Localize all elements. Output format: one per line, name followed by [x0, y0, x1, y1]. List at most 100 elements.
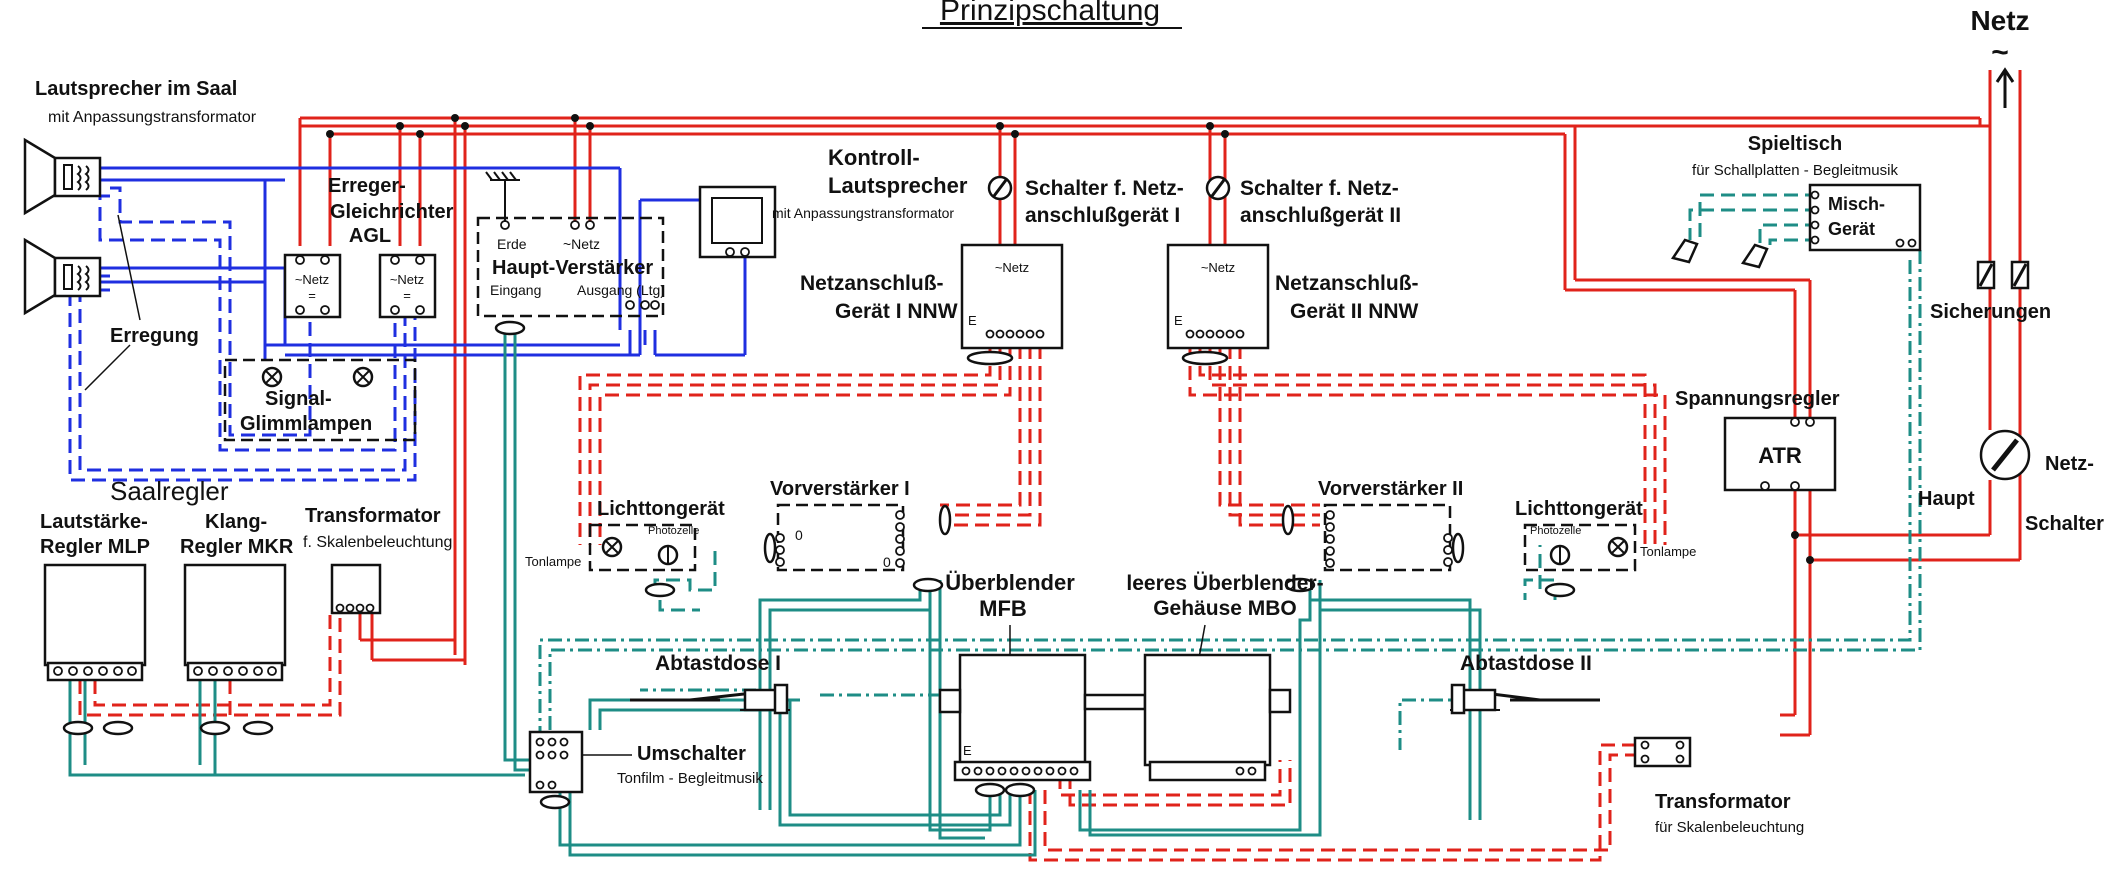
- tone-controller-mkr: [183, 563, 287, 682]
- netzschalter-label-2: Schalter: [2025, 513, 2104, 535]
- erreger-label: Erreger-: [328, 175, 406, 197]
- turntable-pickup-1-icon: [1670, 238, 1699, 264]
- mkr-label-1: Klang-: [205, 511, 267, 533]
- mlp-label-1: Lautstärke-: [40, 511, 148, 533]
- mlp-label-2: Regler MLP: [40, 536, 150, 558]
- spannungsregler-label: Spannungsregler: [1675, 388, 1840, 410]
- misch-label-2: Gerät: [1828, 219, 1875, 239]
- umschalter-sublabel: Tonfilm - Begleitmusik: [617, 770, 763, 787]
- mixer-unit: [1808, 183, 1922, 252]
- mains-switch-nag1-icon: [987, 175, 1013, 201]
- agl-label: AGL: [349, 225, 391, 247]
- netz-label: Netz: [1970, 5, 2029, 36]
- photozelle2-label: Photozelle: [1530, 525, 1581, 537]
- crossfader-housing-mbo: [1143, 653, 1292, 782]
- trafo2-sublabel: für Skalenbeleuchtung: [1655, 819, 1804, 836]
- spieltisch-label: Spieltisch: [1748, 133, 1842, 155]
- lichtton1-label: Lichttongerät: [597, 498, 725, 520]
- nag2-label-2: Gerät II NNW: [1290, 300, 1419, 323]
- pickup-2: [1450, 683, 1600, 715]
- svg-text:E: E: [963, 743, 972, 758]
- amp-netz-label: ~Netz: [563, 236, 600, 252]
- sound-head-2: [1523, 523, 1637, 598]
- power-supply-nag1: ~Netz E: [960, 243, 1064, 366]
- changeover-switch: [528, 730, 584, 810]
- earth-icon: [485, 171, 520, 222]
- kontroll-label-3: mit Anpassungstransformator: [772, 205, 954, 221]
- lautsprecher-label: Lautsprecher im Saal: [35, 78, 237, 100]
- mbo-label-2: Gehäuse MBO: [1153, 597, 1297, 620]
- abtastdose2-label: Abtastdose II: [1460, 652, 1592, 675]
- fuses: [1976, 260, 2030, 290]
- sound-head-1: [588, 523, 697, 598]
- signal-label: Signal-: [265, 388, 332, 410]
- spieltisch-sublabel: für Schallplatten - Begleitmusik: [1692, 162, 1898, 179]
- svg-text:=: =: [308, 288, 316, 303]
- svg-text:~Netz: ~Netz: [995, 260, 1029, 275]
- saalregler-label: Saalregler: [110, 476, 229, 506]
- voltage-regulator-atr: [1723, 416, 1837, 492]
- photozelle1-label: Photozelle: [648, 525, 699, 537]
- rectifier-unit-1: ~Netz =: [283, 253, 342, 319]
- mains-switch-nag2-icon: [1205, 175, 1231, 201]
- scale-light-transformer-2: [1633, 736, 1692, 768]
- svg-text:E: E: [1174, 313, 1183, 328]
- netzschalter-label-1: Netz-: [2045, 453, 2094, 475]
- main-switch-icon: [1979, 429, 2031, 481]
- trafo1-sublabel: f. Skalenbeleuchtung: [303, 534, 452, 551]
- preamp-supply-wiring: [78, 345, 1667, 862]
- diagram-title: Prinzipschaltung: [940, 0, 1160, 27]
- sicherungen-label: Sicherungen: [1930, 301, 2051, 323]
- power-supply-nag2: ~Netz E: [1166, 243, 1270, 366]
- nag1-label-1: Netzanschluß-: [800, 272, 944, 295]
- eingang-label: Eingang: [490, 282, 541, 298]
- scale-light-transformer-1: [330, 563, 382, 615]
- crossfader-mfb: [938, 653, 1092, 798]
- pickup-1: [630, 683, 790, 715]
- svg-text:E: E: [968, 313, 977, 328]
- mbo-label-1: leeres Überblender-: [1126, 572, 1323, 595]
- crossfader-coupling: [1083, 693, 1147, 711]
- erregung-label: Erregung: [110, 325, 199, 347]
- ueberblender-label-2: MFB: [979, 596, 1027, 621]
- nag2-label-1: Netzanschluß-: [1275, 272, 1419, 295]
- glimmlampen-label: Glimmlampen: [240, 413, 372, 435]
- rectifier1-netz: ~Netz: [295, 272, 329, 287]
- schalter1-label-2: anschlußgerät I: [1025, 204, 1180, 227]
- svg-text:=: =: [403, 288, 411, 303]
- abtastdose1-label: Abtastdose I: [655, 652, 781, 675]
- nag1-label-2: Gerät I NNW: [835, 300, 958, 323]
- haupt-label: Haupt: [1918, 488, 1975, 510]
- vorverstaerker2-label: Vorverstärker II: [1318, 478, 1463, 500]
- preamp-1: [763, 503, 952, 593]
- atr-label: ATR: [1758, 443, 1802, 468]
- trafo1-label: Transformator: [305, 505, 441, 527]
- volume-controller-mlp: [43, 563, 147, 682]
- ueberblender-label-1: Überblender: [945, 570, 1075, 595]
- mlp-mkr-connectors: [62, 720, 274, 736]
- mkr-label-2: Regler MKR: [180, 536, 294, 558]
- gleichrichter-label: Gleichrichter: [330, 201, 454, 223]
- tonlampe1-label: Tonlampe: [525, 554, 581, 569]
- rectifier2-netz: ~Netz: [390, 272, 424, 287]
- svg-text:~Netz: ~Netz: [1201, 260, 1235, 275]
- hall-loudspeaker-1: [23, 137, 102, 216]
- lautsprecher-sublabel: mit Anpassungstransformator: [48, 109, 257, 126]
- schalter2-label-2: anschlußgerät II: [1240, 204, 1401, 227]
- schalter2-label-1: Schalter f. Netz-: [1240, 177, 1399, 200]
- schalter1-label-1: Schalter f. Netz-: [1025, 177, 1184, 200]
- rectifier-unit-2: ~Netz =: [378, 253, 437, 319]
- kontroll-label-1: Kontroll-: [828, 145, 920, 170]
- haupt-verstaerker-label: Haupt-Verstärker: [492, 257, 653, 279]
- netz-arrow-icon: [1995, 67, 2015, 108]
- tonlampe2-label: Tonlampe: [1640, 544, 1696, 559]
- erde-label: Erde: [497, 236, 527, 252]
- svg-text:0: 0: [883, 554, 891, 570]
- netz-ac-symbol: ~: [1991, 36, 2009, 69]
- misch-label-1: Misch-: [1828, 194, 1885, 214]
- vorverstaerker1-label: Vorverstärker I: [770, 478, 910, 500]
- signal-lamps: [223, 358, 417, 442]
- kontroll-label-2: Lautsprecher: [828, 173, 968, 198]
- svg-text:0: 0: [795, 527, 803, 543]
